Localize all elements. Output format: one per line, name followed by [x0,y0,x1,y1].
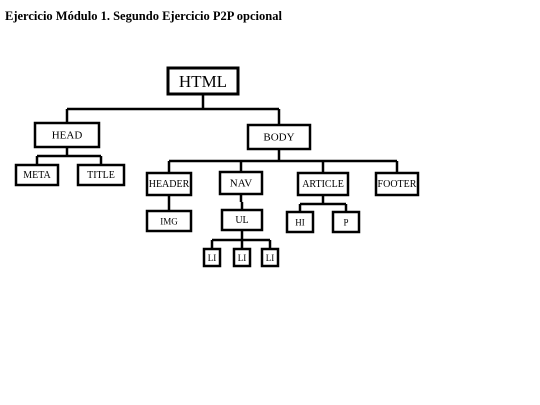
node-li-label: LI [266,253,275,263]
node-nav: NAV [218,170,264,196]
node-header-label: HEADER [149,179,190,190]
node-hi-label: HI [295,218,305,228]
node-img-label: IMG [160,217,178,227]
node-title: TITLE [76,163,126,187]
node-meta-label: META [23,170,51,181]
node-p: P [331,210,361,234]
page-title: Ejercicio Módulo 1. Segundo Ejercicio P2… [5,9,282,23]
node-footer-box [374,171,420,197]
node-nav-label: NAV [230,178,252,190]
node-img-box [145,209,193,233]
tree-connectors [35,94,399,249]
node-header: HEADER [145,171,193,197]
node-body-label: BODY [263,132,294,144]
node-title-box [76,163,126,187]
node-html: HTML [166,66,240,96]
tree-nodes: HTML HEAD META TITLE BODY HEADER IMG NAV UL LI LI L… [14,66,420,268]
node-head: HEAD [33,121,101,149]
node-article-label: ARTICLE [302,179,344,190]
node-title-label: TITLE [87,170,115,181]
node-hi: HI [285,210,315,234]
node-li-label: LI [208,253,217,263]
node-li: LI [202,247,222,268]
node-meta-box [14,163,60,187]
node-html-box [166,66,240,96]
node-footer: FOOTER [374,171,420,197]
node-li-box [232,247,252,268]
node-li: LI [260,247,280,268]
node-body: BODY [246,123,312,151]
node-header-box [145,171,193,197]
node-nav-box [218,170,264,196]
node-head-label: HEAD [52,130,83,142]
node-article: ARTICLE [296,171,350,197]
node-ul-label: UL [235,215,248,226]
node-li: LI [232,247,252,268]
node-footer-label: FOOTER [378,179,417,190]
node-ul-box [220,208,264,232]
node-article-box [296,171,350,197]
node-p-label: P [343,218,348,228]
node-meta: META [14,163,60,187]
node-li-label: LI [238,253,247,263]
node-hi-box [285,210,315,234]
node-p-box [331,210,361,234]
node-li-box [202,247,222,268]
node-li-box [260,247,280,268]
node-html-label: HTML [179,72,227,91]
node-body-box [246,123,312,151]
node-img: IMG [145,209,193,233]
node-head-box [33,121,101,149]
node-ul: UL [220,208,264,232]
